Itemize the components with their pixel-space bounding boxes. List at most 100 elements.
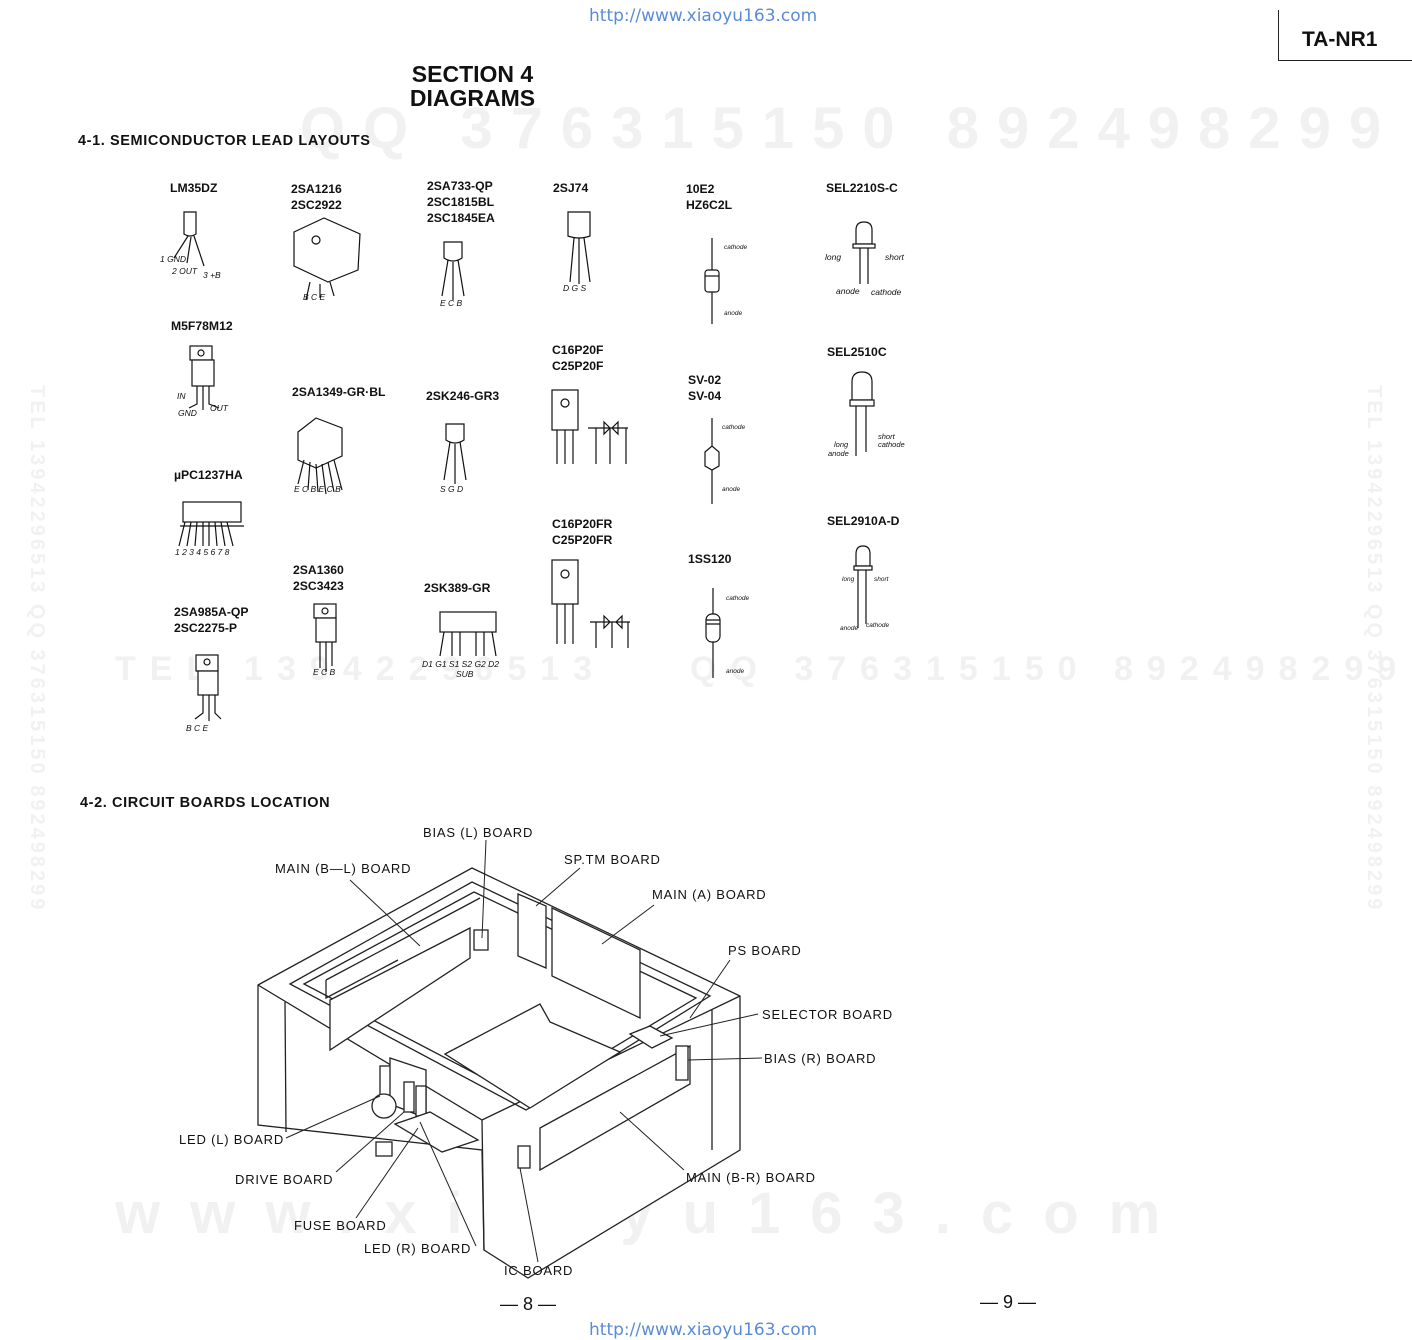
pin-lm35-b: 3 +B <box>203 270 221 280</box>
watermark-tel-mid: TEL 13942296513 <box>115 650 607 688</box>
part-label-c16p20fr: C16P20FR C25P20FR <box>552 517 613 547</box>
board-label-drive: DRIVE BOARD <box>235 1172 334 1187</box>
2sa733-package <box>441 241 465 300</box>
source-url-bottom[interactable]: http://www.xiaoyu163.com <box>589 1320 818 1340</box>
pin-1ss120-cathode: cathode <box>726 595 750 602</box>
pin-2sa985-bce: B C E <box>186 723 209 733</box>
2sa1349-package <box>297 417 343 495</box>
part-label-sel2510c: SEL2510C <box>827 345 887 359</box>
board-label-fuse: FUSE BOARD <box>294 1218 387 1233</box>
semiconductor-drawings <box>173 211 876 721</box>
watermark-qq-top: QQ 376315150 892498299 <box>300 96 1400 161</box>
pin-2sk389-sub: SUB <box>456 669 474 679</box>
board-label-ps: PS BOARD <box>728 943 802 958</box>
m5f78m12-package <box>188 345 220 410</box>
pin-sel2510-long: long <box>834 440 849 449</box>
pin-1ss120-anode: anode <box>726 668 745 675</box>
section-title-line2: DIAGRAMS <box>409 85 536 111</box>
2sa1360-package <box>313 603 337 672</box>
pin-lm35-gnd: 1 GND <box>160 254 186 264</box>
part-label-upc1237ha: µPC1237HA <box>174 468 243 482</box>
part-label-2sa733: 2SA733-QP 2SC1815BL 2SC1845EA <box>427 179 495 225</box>
pin-lm35-out: 2 OUT <box>172 266 198 276</box>
pin-sv02-anode: anode <box>722 486 741 493</box>
heading-semiconductor-lead-layouts: 4-1. SEMICONDUCTOR LEAD LAYOUTS <box>78 133 371 149</box>
pin-sel2510-short: short <box>878 432 895 441</box>
pin-sv02-cathode: cathode <box>722 424 746 431</box>
c16p20f-package <box>551 389 628 464</box>
pin-sel2210-cathode: cathode <box>871 287 902 297</box>
part-label-lm35dz: LM35DZ <box>170 181 218 195</box>
board-label-bias-r: BIAS (R) BOARD <box>764 1051 877 1066</box>
part-label-2sk246: 2SK246-GR3 <box>426 389 500 403</box>
page-number-left: — 8 — <box>500 1294 557 1314</box>
part-label-2sj74: 2SJ74 <box>553 181 589 195</box>
1ss120-diode <box>705 588 721 678</box>
board-label-led-l: LED (L) BOARD <box>179 1132 285 1147</box>
2sk389-package <box>439 611 497 657</box>
upc1237ha-package <box>178 501 244 547</box>
sv02-diode <box>704 418 720 504</box>
board-label-main-br: MAIN (B-R) BOARD <box>686 1170 816 1185</box>
pin-2sa733-ecb: E C B <box>440 298 463 308</box>
2sj74-package <box>567 211 591 284</box>
pin-2sa1360-ecb: E C B <box>313 667 336 677</box>
watermark-qq-mid: QQ 376315150 892498299 <box>690 650 1411 688</box>
pin-2sk246-sgd: S G D <box>440 484 464 494</box>
pin-sel2910-cathode: cathode <box>866 622 890 629</box>
pin-2sj74-dgs: D G S <box>563 283 587 293</box>
pin-sel2910-anode: anode <box>840 625 859 632</box>
section-title-line1: SECTION 4 <box>411 61 534 87</box>
source-url-top[interactable]: http://www.xiaoyu163.com <box>589 6 818 26</box>
part-label-sel2210s: SEL2210S-C <box>826 181 898 195</box>
part-label-sv02: SV-02 SV-04 <box>688 373 722 403</box>
pin-10e2-anode: anode <box>724 310 743 317</box>
board-label-bias-l: BIAS (L) BOARD <box>423 825 534 840</box>
part-label-m5f78m12: M5F78M12 <box>171 319 233 333</box>
pin-m5f-in: IN <box>177 391 186 401</box>
part-label-2sk389: 2SK389-GR <box>424 581 491 595</box>
board-label-sptm: SP.TM BOARD <box>564 852 661 867</box>
section-title: SECTION 4 DIAGRAMS <box>380 62 565 110</box>
pin-sel2510-cathode: cathode <box>878 440 905 449</box>
page-number-right: — 9 — <box>980 1292 1037 1312</box>
watermark-side-right: TEL 13942296513 QQ 376315150 892498299 <box>1363 385 1385 913</box>
pin-sel2210-long: long <box>825 252 842 262</box>
2sa1216-package <box>293 217 361 301</box>
board-label-main-a: MAIN (A) BOARD <box>652 887 767 902</box>
pin-upc-numbers: 1 2 3 4 5 6 7 8 <box>175 547 230 557</box>
part-label-2sa985a: 2SA985A-QP 2SC2275-P <box>174 605 249 635</box>
watermark-side-left: TEL 13942296513 QQ 376315150 892498299 <box>26 385 48 913</box>
pin-sel2210-short: short <box>885 252 904 262</box>
pin-sel2910-short: short <box>874 576 889 583</box>
c16p20fr-package <box>551 559 630 648</box>
part-label-1ss120: 1SS120 <box>688 552 732 566</box>
pin-2sa1216-bce: B C E <box>303 292 326 302</box>
pin-m5f-gnd: GND <box>178 408 197 418</box>
2sk246-package <box>443 423 467 484</box>
pin-2sa1349: E C B E C B <box>294 484 341 494</box>
board-label-main-bl: MAIN (B—L) BOARD <box>275 861 412 876</box>
pin-2sk389: D1 G1 S1 S2 G2 D2 <box>422 659 500 669</box>
board-label-selector: SELECTOR BOARD <box>762 1007 893 1022</box>
pin-10e2-cathode: cathode <box>724 244 748 251</box>
pin-m5f-out: OUT <box>210 403 228 413</box>
10e2-diode <box>704 238 720 324</box>
pin-sel2510-anode: anode <box>828 449 849 458</box>
model-box <box>1278 10 1412 61</box>
sel2510c-led <box>849 371 875 456</box>
lm35dz-package <box>173 211 205 267</box>
part-label-sel2910a: SEL2910A-D <box>827 514 900 528</box>
model-number: TA-NR1 <box>1302 28 1378 51</box>
heading-circuit-boards-location: 4-2. CIRCUIT BOARDS LOCATION <box>80 795 331 811</box>
part-label-2sa1349: 2SA1349-GR·BL <box>292 385 386 399</box>
board-label-ic: IC BOARD <box>504 1263 574 1278</box>
pin-sel2910-long: long <box>842 576 855 583</box>
2sa985a-package <box>194 654 222 721</box>
part-label-2sa1360: 2SA1360 2SC3423 <box>293 563 344 593</box>
part-label-c16p20f: C16P20F C25P20F <box>552 343 604 373</box>
sel2910a-led <box>853 545 873 628</box>
pin-sel2210-anode: anode <box>836 286 860 296</box>
part-label-10e2: 10E2 HZ6C2L <box>686 182 733 212</box>
